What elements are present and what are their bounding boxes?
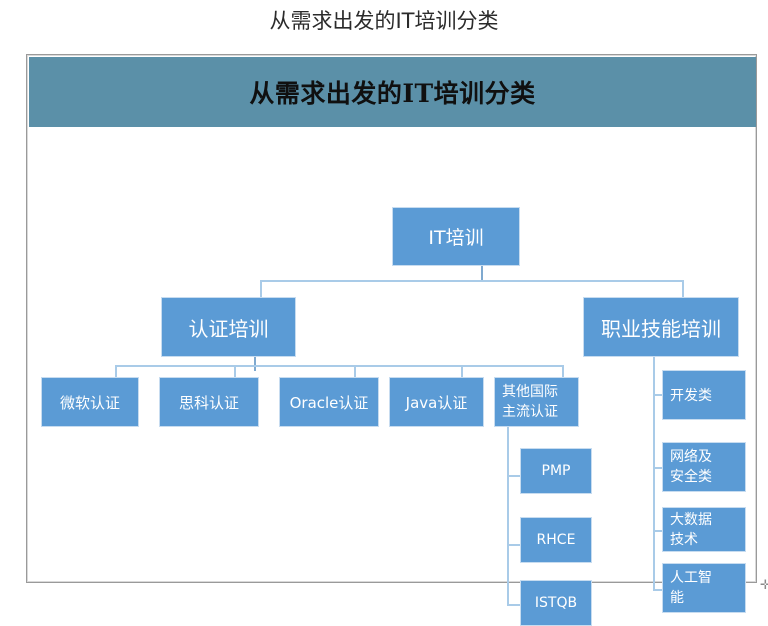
connector-vocational-to-bigdata (653, 530, 662, 532)
connector-cert-bar (115, 365, 562, 367)
node-bigdata-label-line1: 大数据 (670, 511, 712, 528)
node-bigdata[interactable]: 大数据 技术 (662, 507, 746, 552)
node-microsoft-cert[interactable]: 微软认证 (41, 377, 139, 427)
move-cursor-icon: ✛ (760, 577, 768, 592)
node-pmp-label: PMP (541, 463, 571, 479)
slide-header-title: 从需求出发的IT培训分类 (29, 57, 756, 127)
connector-vocational-to-network (653, 467, 662, 469)
slide-frame: 从需求出发的IT培训分类 IT培训 (26, 54, 757, 626)
node-it-training-label: IT培训 (428, 227, 484, 249)
connector-cert-to-other (562, 365, 564, 377)
node-bigdata-label-line2: 技术 (670, 531, 698, 548)
node-network-security[interactable]: 网络及 安全类 (662, 442, 746, 492)
connector-to-vocational-training (682, 280, 684, 297)
node-other-intl-cert[interactable]: 其他国际 主流认证 (494, 377, 579, 427)
connector-other-spine (507, 427, 509, 605)
connector-vocational-to-dev (653, 394, 662, 396)
node-dev-category-label: 开发类 (670, 388, 712, 404)
connector-vocational-to-ai (653, 589, 662, 591)
node-ai-label-line2: 能 (670, 590, 684, 606)
node-istqb[interactable]: ISTQB (520, 580, 592, 626)
node-vocational-training-label: 职业技能培训 (601, 316, 721, 341)
connector-other-to-rhce (507, 544, 520, 546)
node-istqb-label: ISTQB (534, 595, 578, 611)
node-oracle-cert-label: Oracle认证 (289, 393, 369, 412)
node-java-cert[interactable]: Java认证 (389, 377, 484, 427)
node-network-security-label-line2: 安全类 (670, 469, 712, 485)
node-rhce[interactable]: RHCE (520, 517, 592, 563)
org-chart-diagram: IT培训 认证培训 职业技能培训 微软认证 思科认证 Oracle认证 Java… (27, 127, 756, 626)
page-title: 从需求出发的IT培训分类 (269, 9, 499, 33)
node-microsoft-cert-label: 微软认证 (59, 393, 120, 412)
node-java-cert-label: Java认证 (405, 393, 468, 412)
node-ai-label-line1: 人工智 (670, 570, 712, 586)
node-pmp[interactable]: PMP (520, 448, 592, 494)
connector-root-bar (260, 280, 683, 282)
node-cert-training[interactable]: 认证培训 (161, 297, 296, 357)
connector-vocational-spine (653, 357, 655, 591)
node-ai[interactable]: 人工智 能 (662, 563, 746, 613)
connector-root-stem (481, 266, 483, 281)
connector-other-to-pmp (507, 475, 520, 477)
connector-cert-to-java (461, 365, 463, 377)
node-it-training[interactable]: IT培训 (392, 207, 520, 266)
connector-cert-to-microsoft (115, 365, 117, 377)
connector-other-to-istqb (507, 604, 520, 606)
node-vocational-training[interactable]: 职业技能培训 (583, 297, 739, 357)
node-oracle-cert[interactable]: Oracle认证 (279, 377, 379, 427)
node-cisco-cert[interactable]: 思科认证 (159, 377, 259, 427)
node-other-intl-cert-label-line1: 其他国际 (502, 384, 558, 400)
node-network-security-label-line1: 网络及 (670, 449, 712, 465)
connector-cert-to-oracle (354, 365, 356, 377)
node-cert-training-label: 认证培训 (188, 316, 269, 341)
node-dev-category[interactable]: 开发类 (662, 370, 746, 420)
connector-cert-stem (254, 357, 256, 371)
node-rhce-label: RHCE (536, 532, 576, 548)
node-cisco-cert-label: 思科认证 (178, 393, 239, 412)
connector-to-cert-training (260, 280, 262, 297)
connector-cert-to-cisco (234, 365, 236, 377)
node-other-intl-cert-label-line2: 主流认证 (502, 404, 558, 420)
